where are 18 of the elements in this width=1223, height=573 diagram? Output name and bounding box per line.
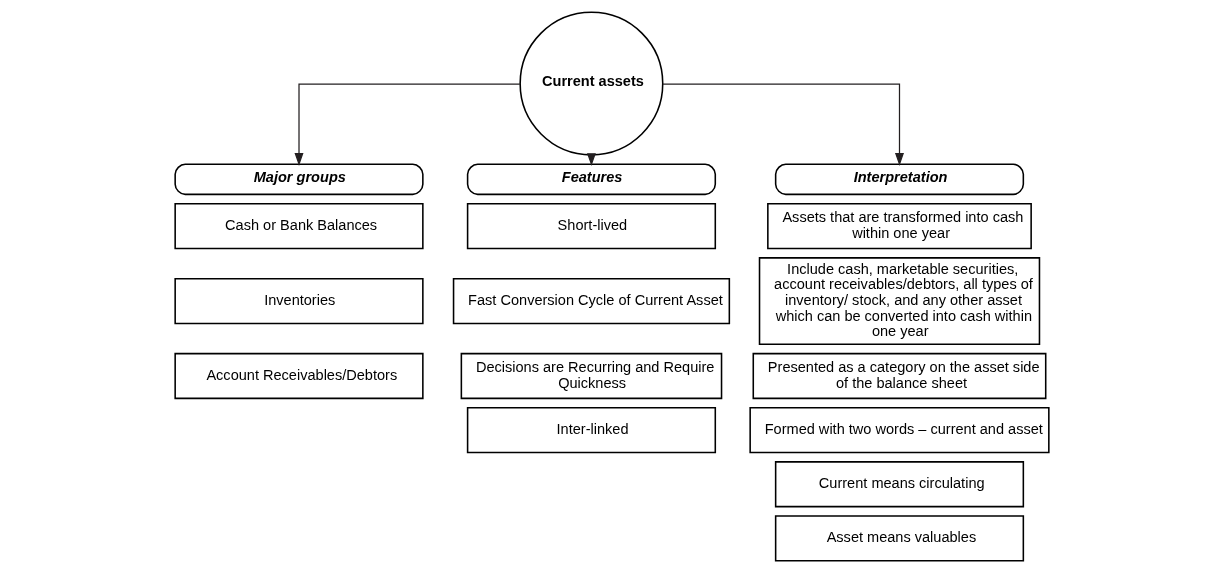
node-box: Interpretation xyxy=(774,163,1024,196)
node-box: Inventories xyxy=(173,277,424,325)
arrow xyxy=(661,83,904,166)
node-box: Asset means valuables xyxy=(774,515,1024,562)
node-box: Presented as a category on the asset side of the balance sheet xyxy=(752,352,1046,400)
node-box: Include cash, marketable securities, account receivables/debtors, all types of inventory/ stock, and any other asset which can be converted into cash within one year xyxy=(758,257,1040,346)
node-box: Short-lived xyxy=(466,203,716,250)
node-box: Fast Conversion Cycle of Current Asset xyxy=(452,277,730,325)
node-box: Inter-linked xyxy=(466,406,716,454)
node-box: Decisions are Recurring and Require Quickness xyxy=(460,352,722,400)
node-box: Major groups xyxy=(173,163,424,196)
node-box: Current means circulating xyxy=(774,461,1024,508)
node-box: Assets that are transformed into cash within one year xyxy=(766,203,1032,250)
arrow xyxy=(293,83,521,166)
node-box: Cash or Bank Balances xyxy=(173,203,424,250)
node-box: Features xyxy=(466,163,716,196)
node-box: Formed with two words – current and asset xyxy=(748,406,1050,454)
node-box: Account Receivables/Debtors xyxy=(173,352,424,400)
